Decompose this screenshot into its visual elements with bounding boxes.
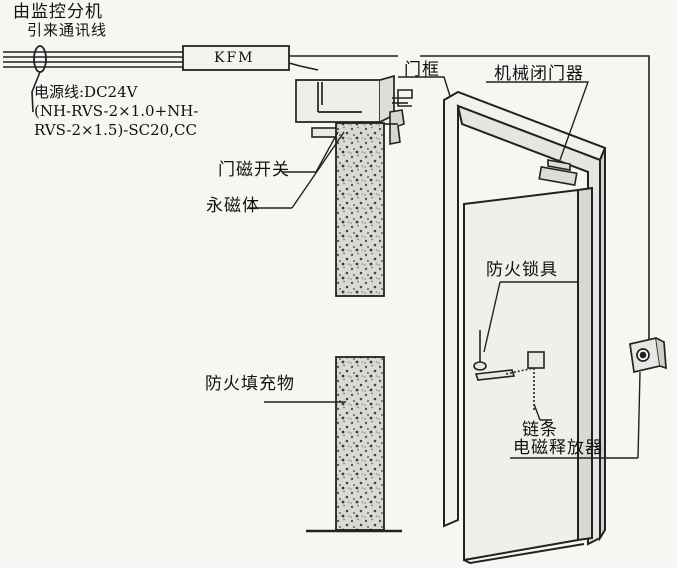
door-frame [443, 90, 607, 546]
label-kfm: KFM [214, 50, 255, 66]
junction-box [295, 74, 395, 123]
signal-wires [288, 55, 650, 345]
label-em-release: 电磁释放器 [513, 438, 603, 458]
label-chain: 链条 [522, 420, 558, 440]
label-door-closer: 机械闭门器 [494, 64, 584, 84]
label-fire-lock: 防火锁具 [486, 260, 558, 280]
kfm-module [182, 45, 290, 71]
label-permanent-magnet: 永磁体 [206, 196, 260, 216]
label-fire-filler: 防火填充物 [205, 374, 295, 394]
label-magnetic-switch: 门磁开关 [218, 160, 290, 180]
wall-lower [335, 356, 385, 531]
label-door-frame: 门框 [404, 60, 440, 80]
label-power-line1: 电源线:DC24V [34, 83, 138, 101]
label-power-line3: RVS-2×1.5)-SC20,CC [34, 121, 197, 139]
leader-lines [248, 76, 641, 459]
fire-lock [473, 330, 516, 381]
label-power-line2: (NH-RVS-2×1.0+NH- [34, 102, 199, 120]
wall-upper [335, 122, 385, 297]
cable-bundle [3, 45, 183, 113]
label-source-line1: 由监控分机 [13, 2, 103, 22]
label-source-line2: 引来通讯线 [27, 21, 108, 39]
frame-connector [392, 89, 413, 107]
door-closer [538, 159, 578, 186]
em-release-unit [629, 336, 667, 374]
